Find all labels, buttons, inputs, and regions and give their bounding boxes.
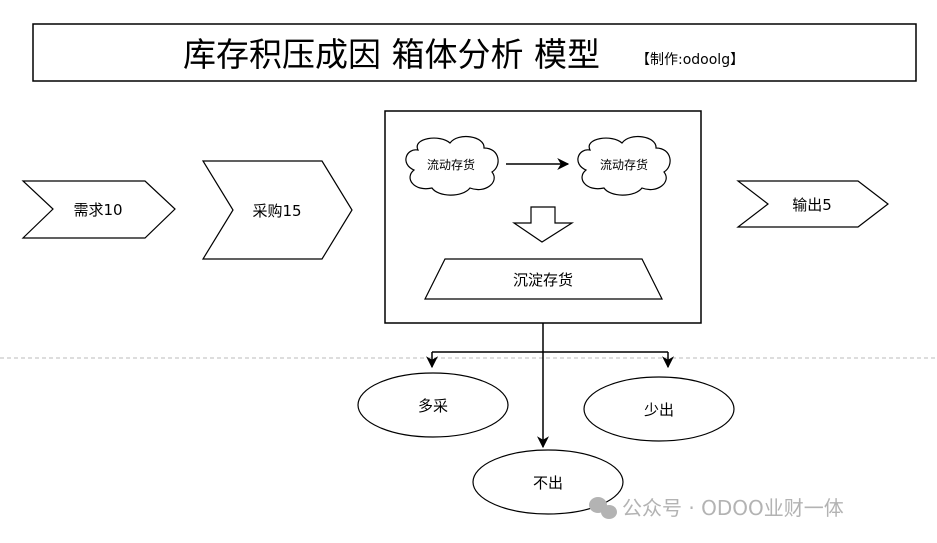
demand-label: 需求10 [73, 201, 122, 219]
title-main: 库存积压成因 箱体分析 模型 [183, 35, 600, 74]
demand-chevron [21, 180, 176, 239]
sediment-label: 沉淀存货 [513, 271, 573, 289]
wechat-icon [589, 497, 617, 519]
output-label: 输出5 [792, 196, 832, 214]
sediment-trapezoid [424, 258, 663, 300]
output-chevron [736, 180, 889, 228]
purchase-chevron [201, 160, 353, 260]
title-credit: 【制作:odoolg】 [636, 52, 744, 68]
cause-ellipse-over-buy [357, 372, 509, 438]
cloud-label-right: 流动存货 [600, 157, 648, 172]
cause-over-buy: 多采 [418, 397, 448, 415]
cloud-label-left: 流动存货 [427, 157, 475, 172]
down-block-arrow [512, 206, 575, 243]
watermark: 公众号 · ODOO业财一体 [622, 496, 844, 520]
title-box [32, 23, 917, 82]
cause-ellipse-no-out [472, 449, 624, 515]
cause-no-out: 不出 [533, 474, 563, 492]
cause-ellipse-under-out [583, 376, 735, 442]
cloud-shape-right [577, 135, 671, 196]
cloud-shape-left [405, 135, 499, 196]
purchase-label: 采购15 [252, 202, 301, 220]
cause-under-out: 少出 [644, 401, 674, 419]
